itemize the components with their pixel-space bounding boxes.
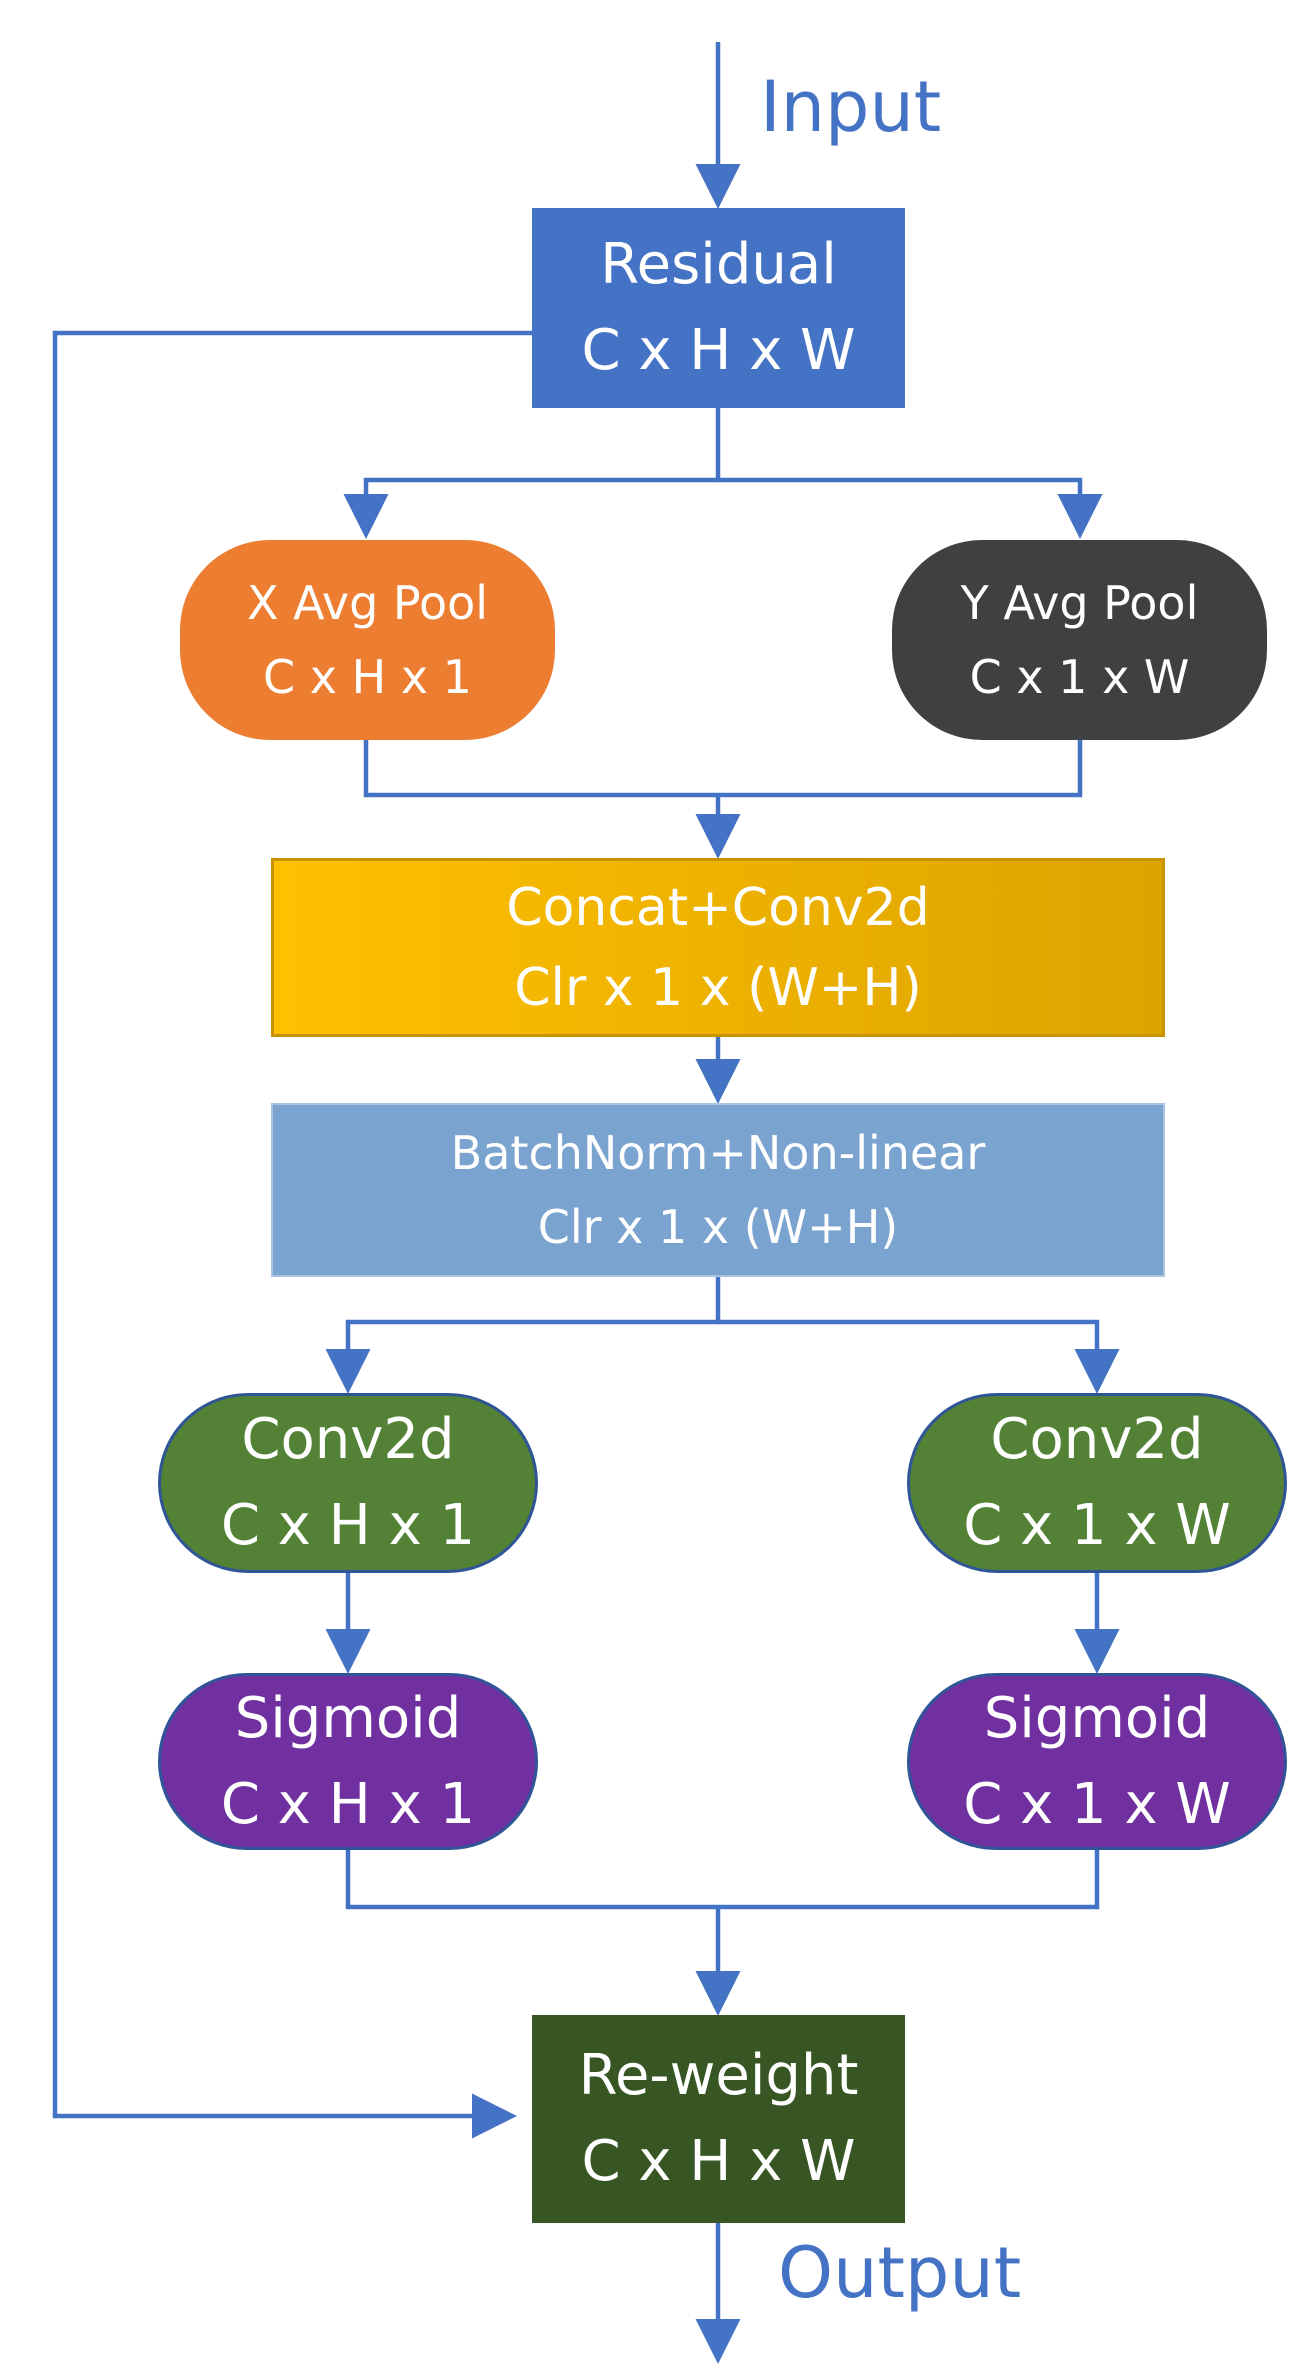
sigmoid-h-node: Sigmoid C x H x 1	[158, 1673, 538, 1850]
sigmoids-merge-line	[345, 1850, 1100, 1910]
residual-to-xpool-line	[343, 408, 721, 539]
residual-shape: C x H x W	[581, 318, 856, 383]
sigmoid-h-title: Sigmoid	[234, 1685, 462, 1751]
batchnorm-nonlinear-node: BatchNorm+Non-linear Clr x 1 x (W+H)	[271, 1103, 1165, 1277]
conv2d-w-title: Conv2d	[990, 1407, 1204, 1472]
sigmoid-w-node: Sigmoid C x 1 x W	[907, 1673, 1287, 1850]
sigmoid-h-shape: C x H x 1	[220, 1771, 476, 1837]
batchnorm-to-conv-h-line	[325, 1277, 721, 1394]
concat-conv2d-shape: Clr x 1 x (W+H)	[514, 957, 922, 1018]
residual-title: Residual	[600, 232, 837, 297]
input-label: Input	[760, 66, 942, 148]
concat-conv2d-title: Concat+Conv2d	[506, 877, 930, 938]
residual-to-ypool-line	[718, 477, 1103, 539]
output-label: Output	[778, 2232, 1022, 2314]
y-avg-pool-title: Y Avg Pool	[960, 576, 1199, 630]
x-avg-pool-shape: C x H x 1	[263, 650, 472, 704]
concat-conv2d-node: Concat+Conv2d Clr x 1 x (W+H)	[271, 858, 1165, 1037]
skip-connection-line	[52, 330, 532, 2139]
reweight-shape: C x H x W	[581, 2129, 856, 2194]
conv2d-h-title: Conv2d	[241, 1407, 455, 1472]
reweight-node: Re-weight C x H x W	[532, 2015, 905, 2223]
residual-node: Residual C x H x W	[532, 208, 905, 408]
conv2d-w-node: Conv2d C x 1 x W	[907, 1393, 1287, 1573]
y-avg-pool-shape: C x 1 x W	[969, 650, 1190, 704]
y-avg-pool-node: Y Avg Pool C x 1 x W	[892, 540, 1267, 740]
batchnorm-nonlinear-shape: Clr x 1 x (W+H)	[537, 1200, 899, 1254]
x-avg-pool-node: X Avg Pool C x H x 1	[180, 540, 555, 740]
conv2d-h-node: Conv2d C x H x 1	[158, 1393, 538, 1573]
batchnorm-to-conv-w-line	[718, 1319, 1120, 1394]
conv2d-h-shape: C x H x 1	[220, 1493, 476, 1558]
reweight-title: Re-weight	[578, 2043, 859, 2108]
batchnorm-nonlinear-title: BatchNorm+Non-linear	[450, 1126, 986, 1180]
pools-merge-line	[363, 740, 1083, 798]
x-avg-pool-title: X Avg Pool	[246, 576, 489, 630]
sigmoid-w-shape: C x 1 x W	[963, 1771, 1231, 1837]
conv2d-w-shape: C x 1 x W	[963, 1493, 1231, 1558]
sigmoid-w-title: Sigmoid	[983, 1685, 1211, 1751]
